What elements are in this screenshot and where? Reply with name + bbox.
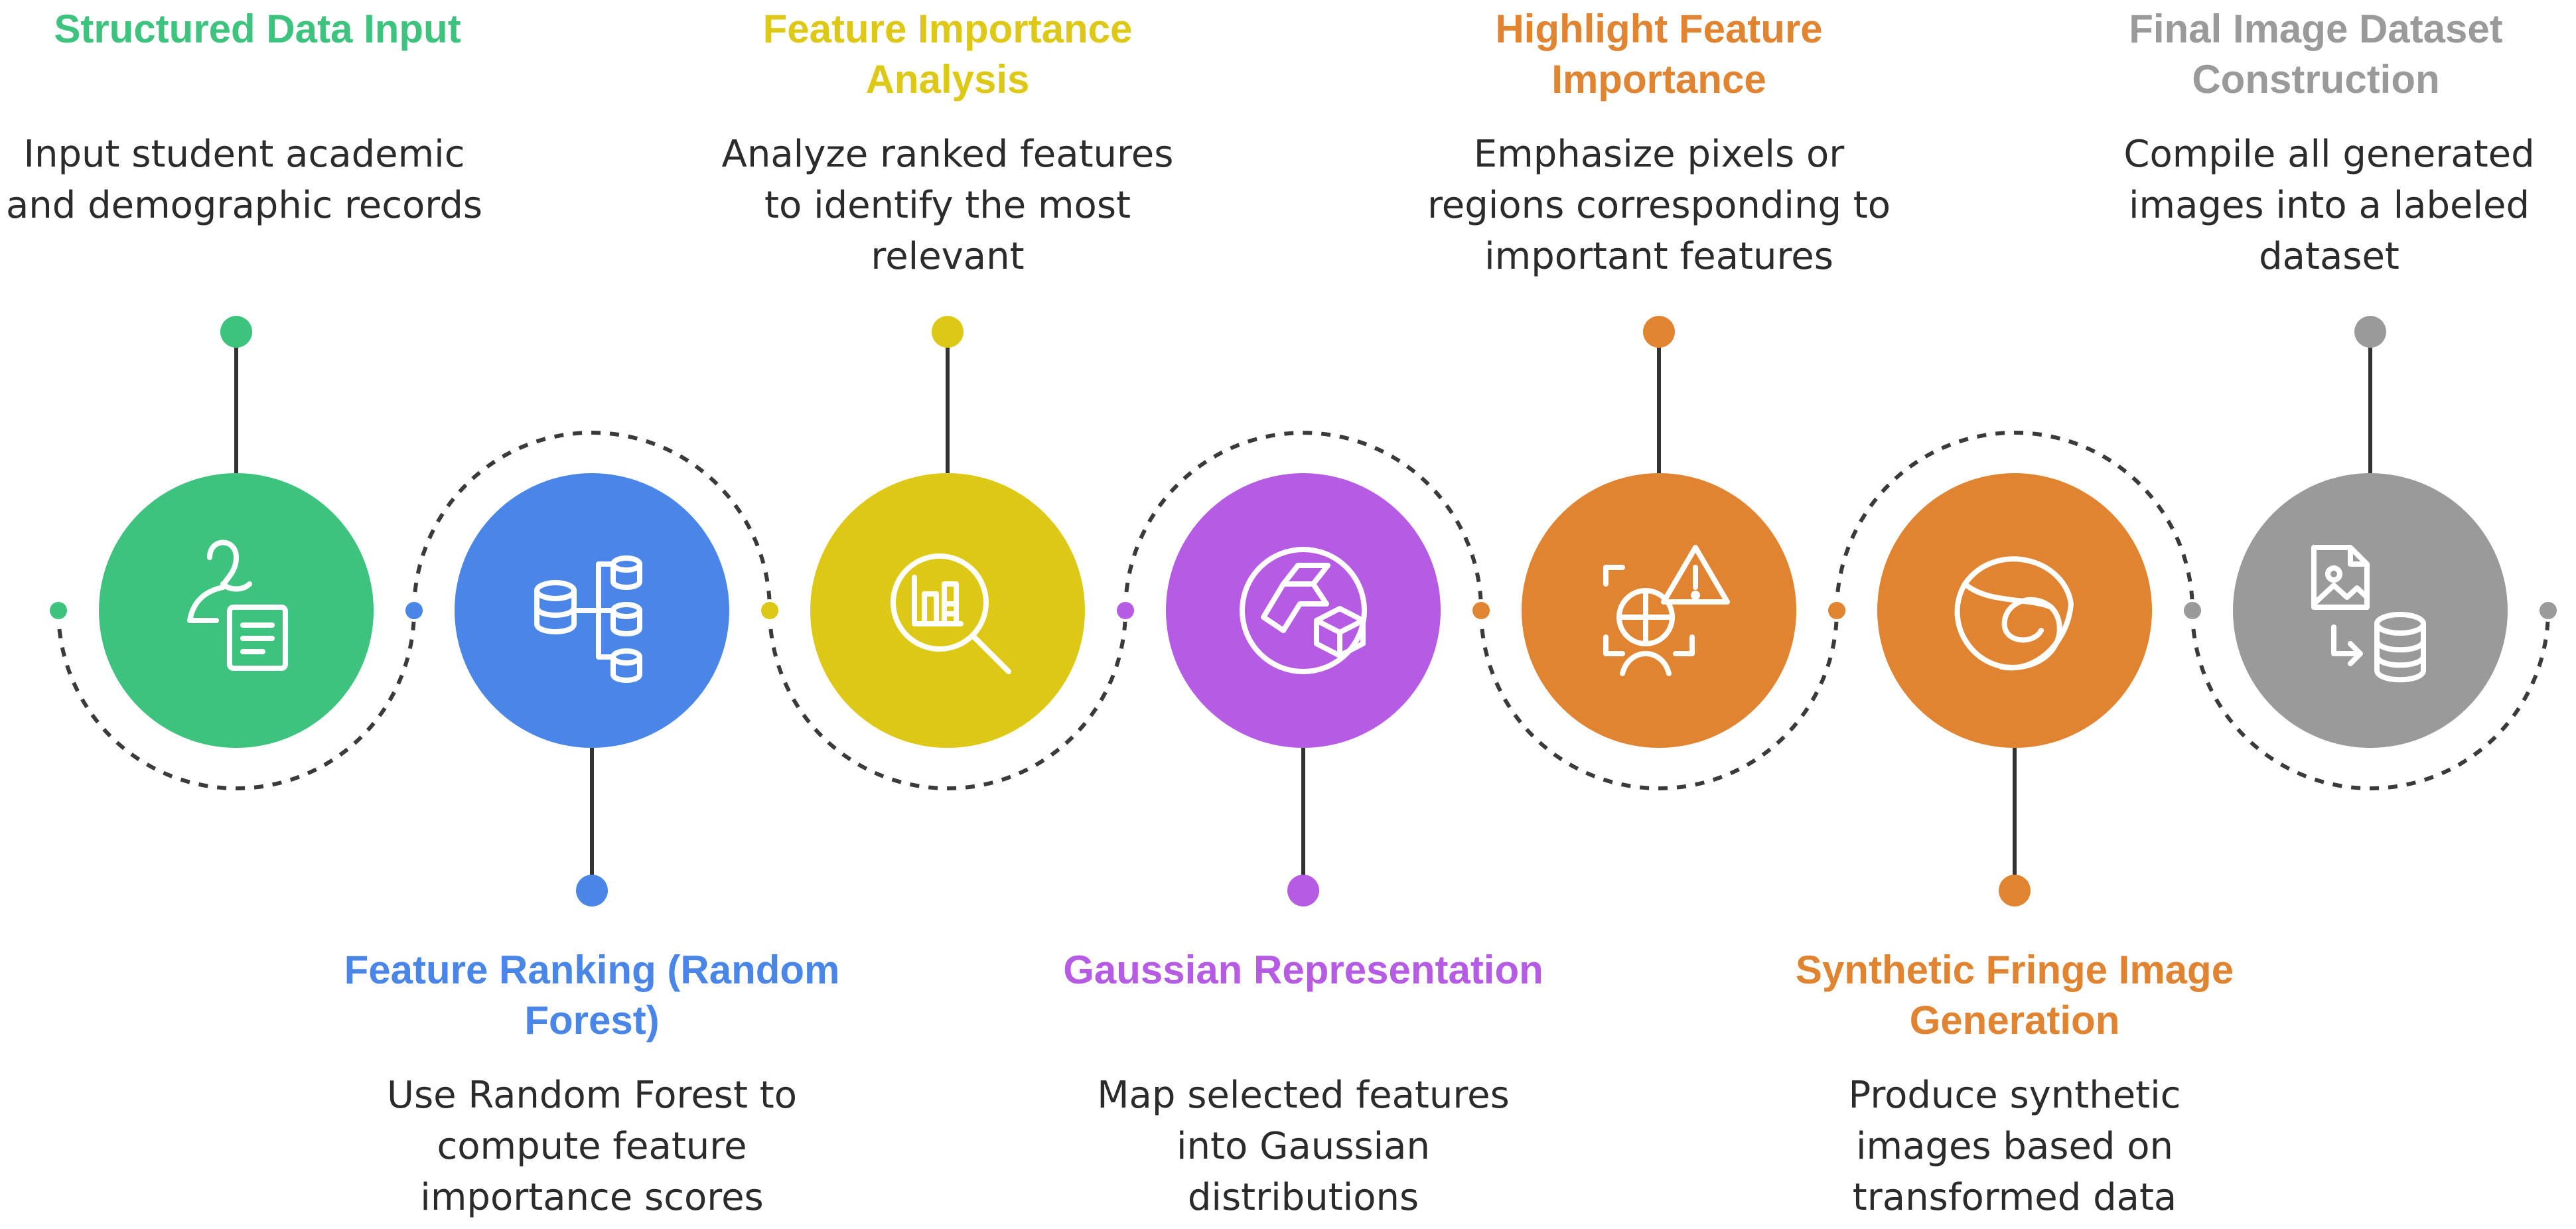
connector-dot bbox=[1470, 599, 1492, 622]
step-circle bbox=[99, 473, 374, 748]
step-circle bbox=[1877, 473, 2152, 748]
connector-dot bbox=[47, 599, 70, 622]
step-title: Highlight Feature Importance bbox=[1495, 7, 1823, 102]
stem-dot bbox=[932, 316, 964, 348]
step-description: Produce synthetic images based on transf… bbox=[1848, 1074, 2181, 1219]
warning-focus-icon bbox=[1603, 545, 1730, 676]
user-document-icon bbox=[187, 540, 288, 671]
step-description: Emphasize pixels or regions correspondin… bbox=[1427, 133, 1891, 278]
step-title: Final Image Dataset Construction bbox=[2129, 7, 2503, 102]
swirl-icon bbox=[1954, 556, 2074, 671]
connector-arc bbox=[768, 610, 1127, 790]
stem-dot bbox=[2354, 316, 2386, 348]
stem-dot bbox=[1643, 316, 1675, 348]
connector-arc bbox=[56, 610, 416, 790]
image-database-icon bbox=[2311, 545, 2426, 683]
stem-dot bbox=[1999, 875, 2031, 906]
step-title: Structured Data Input bbox=[54, 7, 461, 51]
stem-dot bbox=[576, 875, 608, 906]
search-analysis-icon bbox=[891, 553, 1011, 674]
step-title: Feature Importance Analysis bbox=[762, 7, 1133, 102]
connector-dot bbox=[1114, 599, 1137, 622]
cube-shape-icon bbox=[1240, 547, 1367, 674]
step-circle bbox=[1522, 473, 1796, 748]
connector-arc bbox=[2190, 610, 2550, 790]
step-description: Analyze ranked features to identify the … bbox=[721, 133, 1174, 278]
step-title: Synthetic Fringe Image Generation bbox=[1795, 948, 2234, 1043]
step-description: Map selected features into Gaussian dist… bbox=[1097, 1074, 1510, 1219]
connector-arc bbox=[1123, 431, 1483, 611]
step-circle bbox=[810, 473, 1085, 748]
connector-dot bbox=[403, 599, 425, 622]
step-circle bbox=[2233, 473, 2508, 748]
step-title: Feature Ranking (Random Forest) bbox=[344, 948, 840, 1043]
connector-arc bbox=[1835, 431, 2194, 611]
connector-dot bbox=[2537, 599, 2559, 622]
step-circle bbox=[1166, 473, 1441, 748]
connector-dot bbox=[2181, 599, 2204, 622]
stem-dot bbox=[1287, 875, 1319, 906]
database-tree-icon bbox=[534, 555, 642, 683]
connector-arc bbox=[1479, 610, 1839, 790]
step-description: Use Random Forest to compute feature imp… bbox=[387, 1074, 797, 1219]
step-title: Gaussian Representation bbox=[1063, 948, 1543, 992]
connector-dot bbox=[1825, 599, 1848, 622]
step-description: Input student academic and demographic r… bbox=[5, 133, 483, 227]
connector-arc bbox=[412, 431, 772, 611]
stem-dot bbox=[220, 316, 252, 348]
step-description: Compile all generated images into a labe… bbox=[2123, 133, 2535, 278]
connector-dot bbox=[758, 599, 781, 622]
